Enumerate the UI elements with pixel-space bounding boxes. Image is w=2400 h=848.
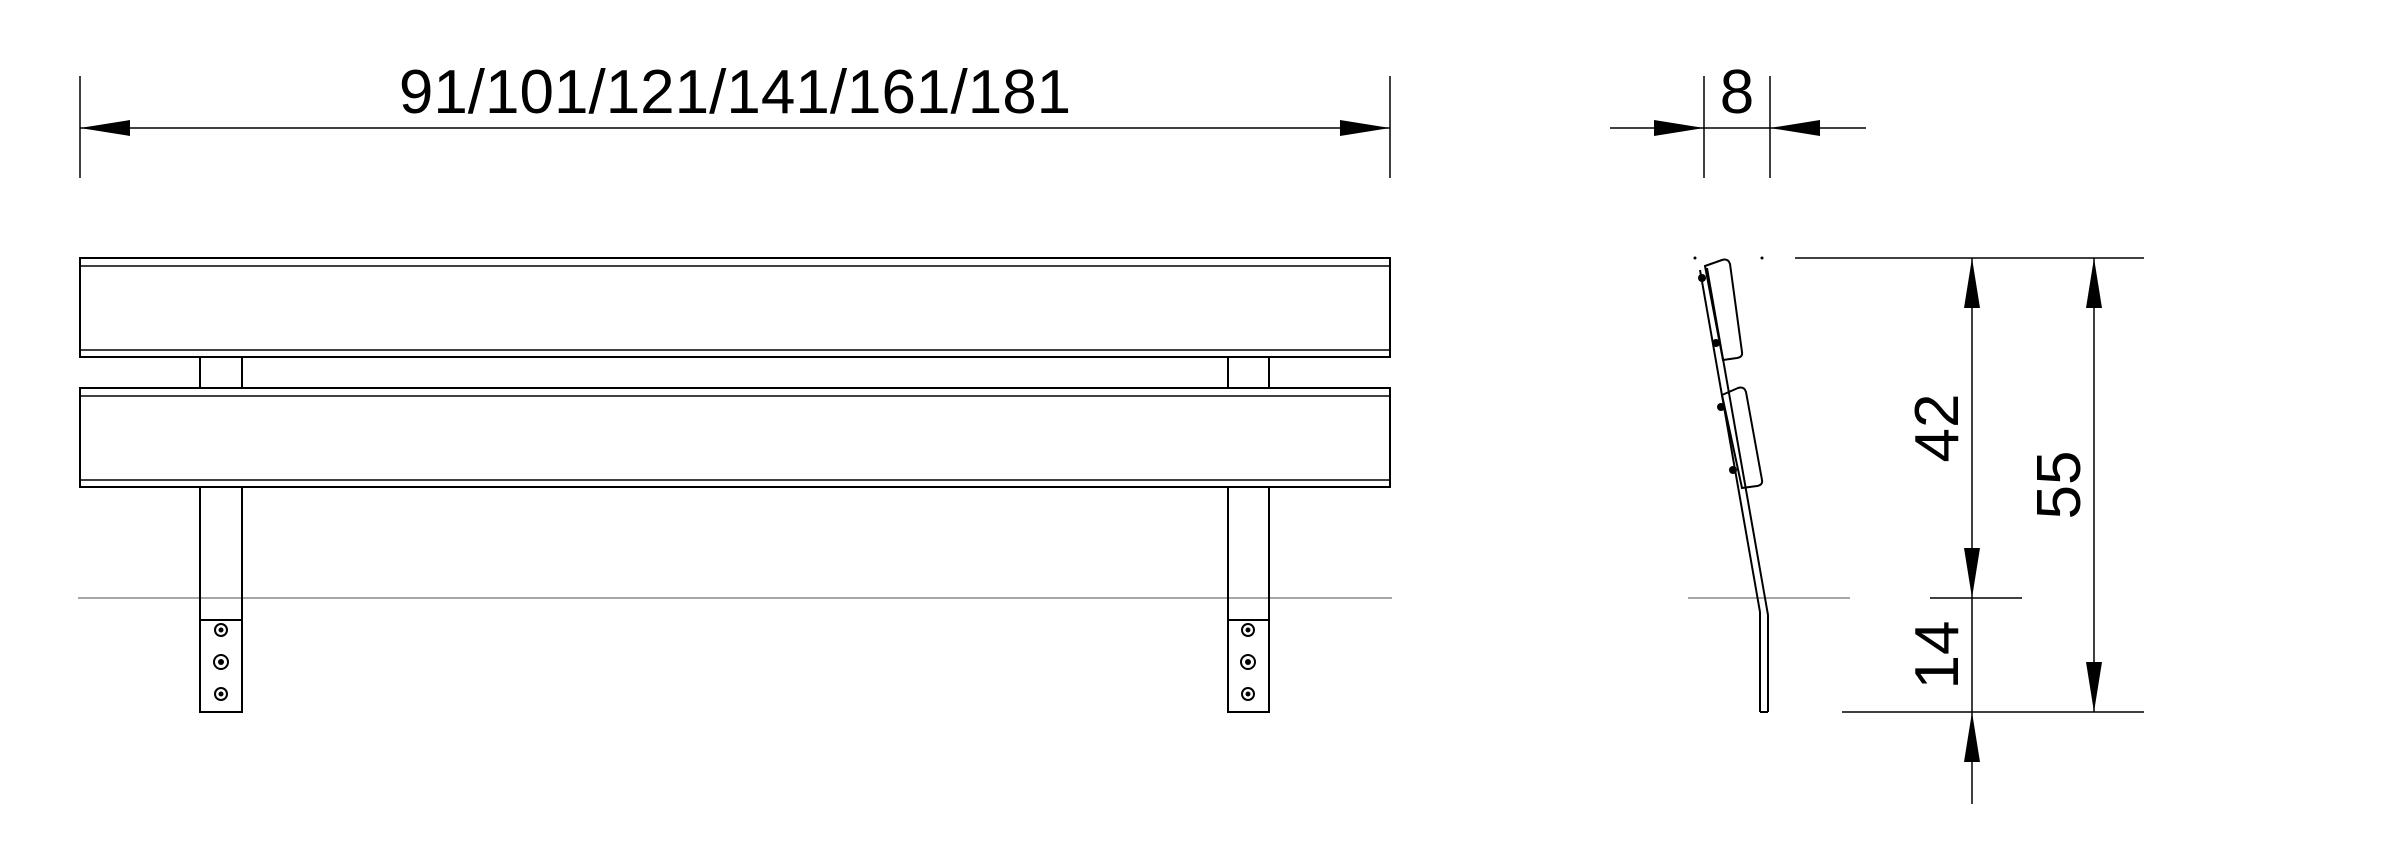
side-view: 8 42	[1610, 58, 2144, 804]
depth-dimension-label: 8	[1720, 58, 1754, 127]
length-arrow-left	[80, 120, 130, 136]
upper-plank-profile	[1703, 258, 1744, 362]
backrest-arrow-bottom	[1964, 548, 1980, 598]
backrest-arrow-top	[1964, 258, 1980, 308]
total-arrow-top	[2086, 258, 2102, 308]
length-dimension: 91/101/121/141/161/181	[79, 58, 1391, 178]
depth-arrow-left	[1654, 120, 1704, 136]
depth-arrow-right	[1770, 120, 1820, 136]
bolt-hole	[214, 623, 228, 637]
bolt-hole	[1240, 654, 1256, 670]
total-height-dimension: 55	[2025, 258, 2102, 712]
backrest-height-dimension: 42	[1903, 258, 1980, 598]
lower-plank-profile	[1720, 386, 1764, 490]
front-view: 91/101/121/141/161/181	[78, 58, 1392, 713]
embedded-arrow-bottom	[1964, 712, 1980, 762]
post-connector-left	[199, 357, 243, 388]
slanted-post	[1698, 267, 1769, 713]
post-connector-right	[1227, 357, 1270, 388]
bolt-hole	[1241, 687, 1255, 701]
lower-backrest-plank	[79, 387, 1391, 488]
bolt-hole	[214, 687, 228, 701]
embedded-depth-label: 14	[1903, 621, 1972, 690]
length-arrow-right	[1340, 120, 1390, 136]
embedded-depth-dimension: 14	[1903, 598, 1980, 804]
depth-dimension: 8	[1610, 58, 1866, 178]
upper-backrest-plank	[79, 257, 1391, 358]
bolt-hole	[1241, 623, 1255, 637]
total-height-label: 55	[2025, 451, 2094, 520]
total-arrow-bottom	[2086, 662, 2102, 712]
bolt-hole	[213, 654, 229, 670]
length-dimension-label: 91/101/121/141/161/181	[399, 58, 1071, 127]
leg-right	[1227, 486, 1270, 713]
leg-left	[199, 486, 243, 713]
backrest-height-label: 42	[1903, 394, 1972, 463]
